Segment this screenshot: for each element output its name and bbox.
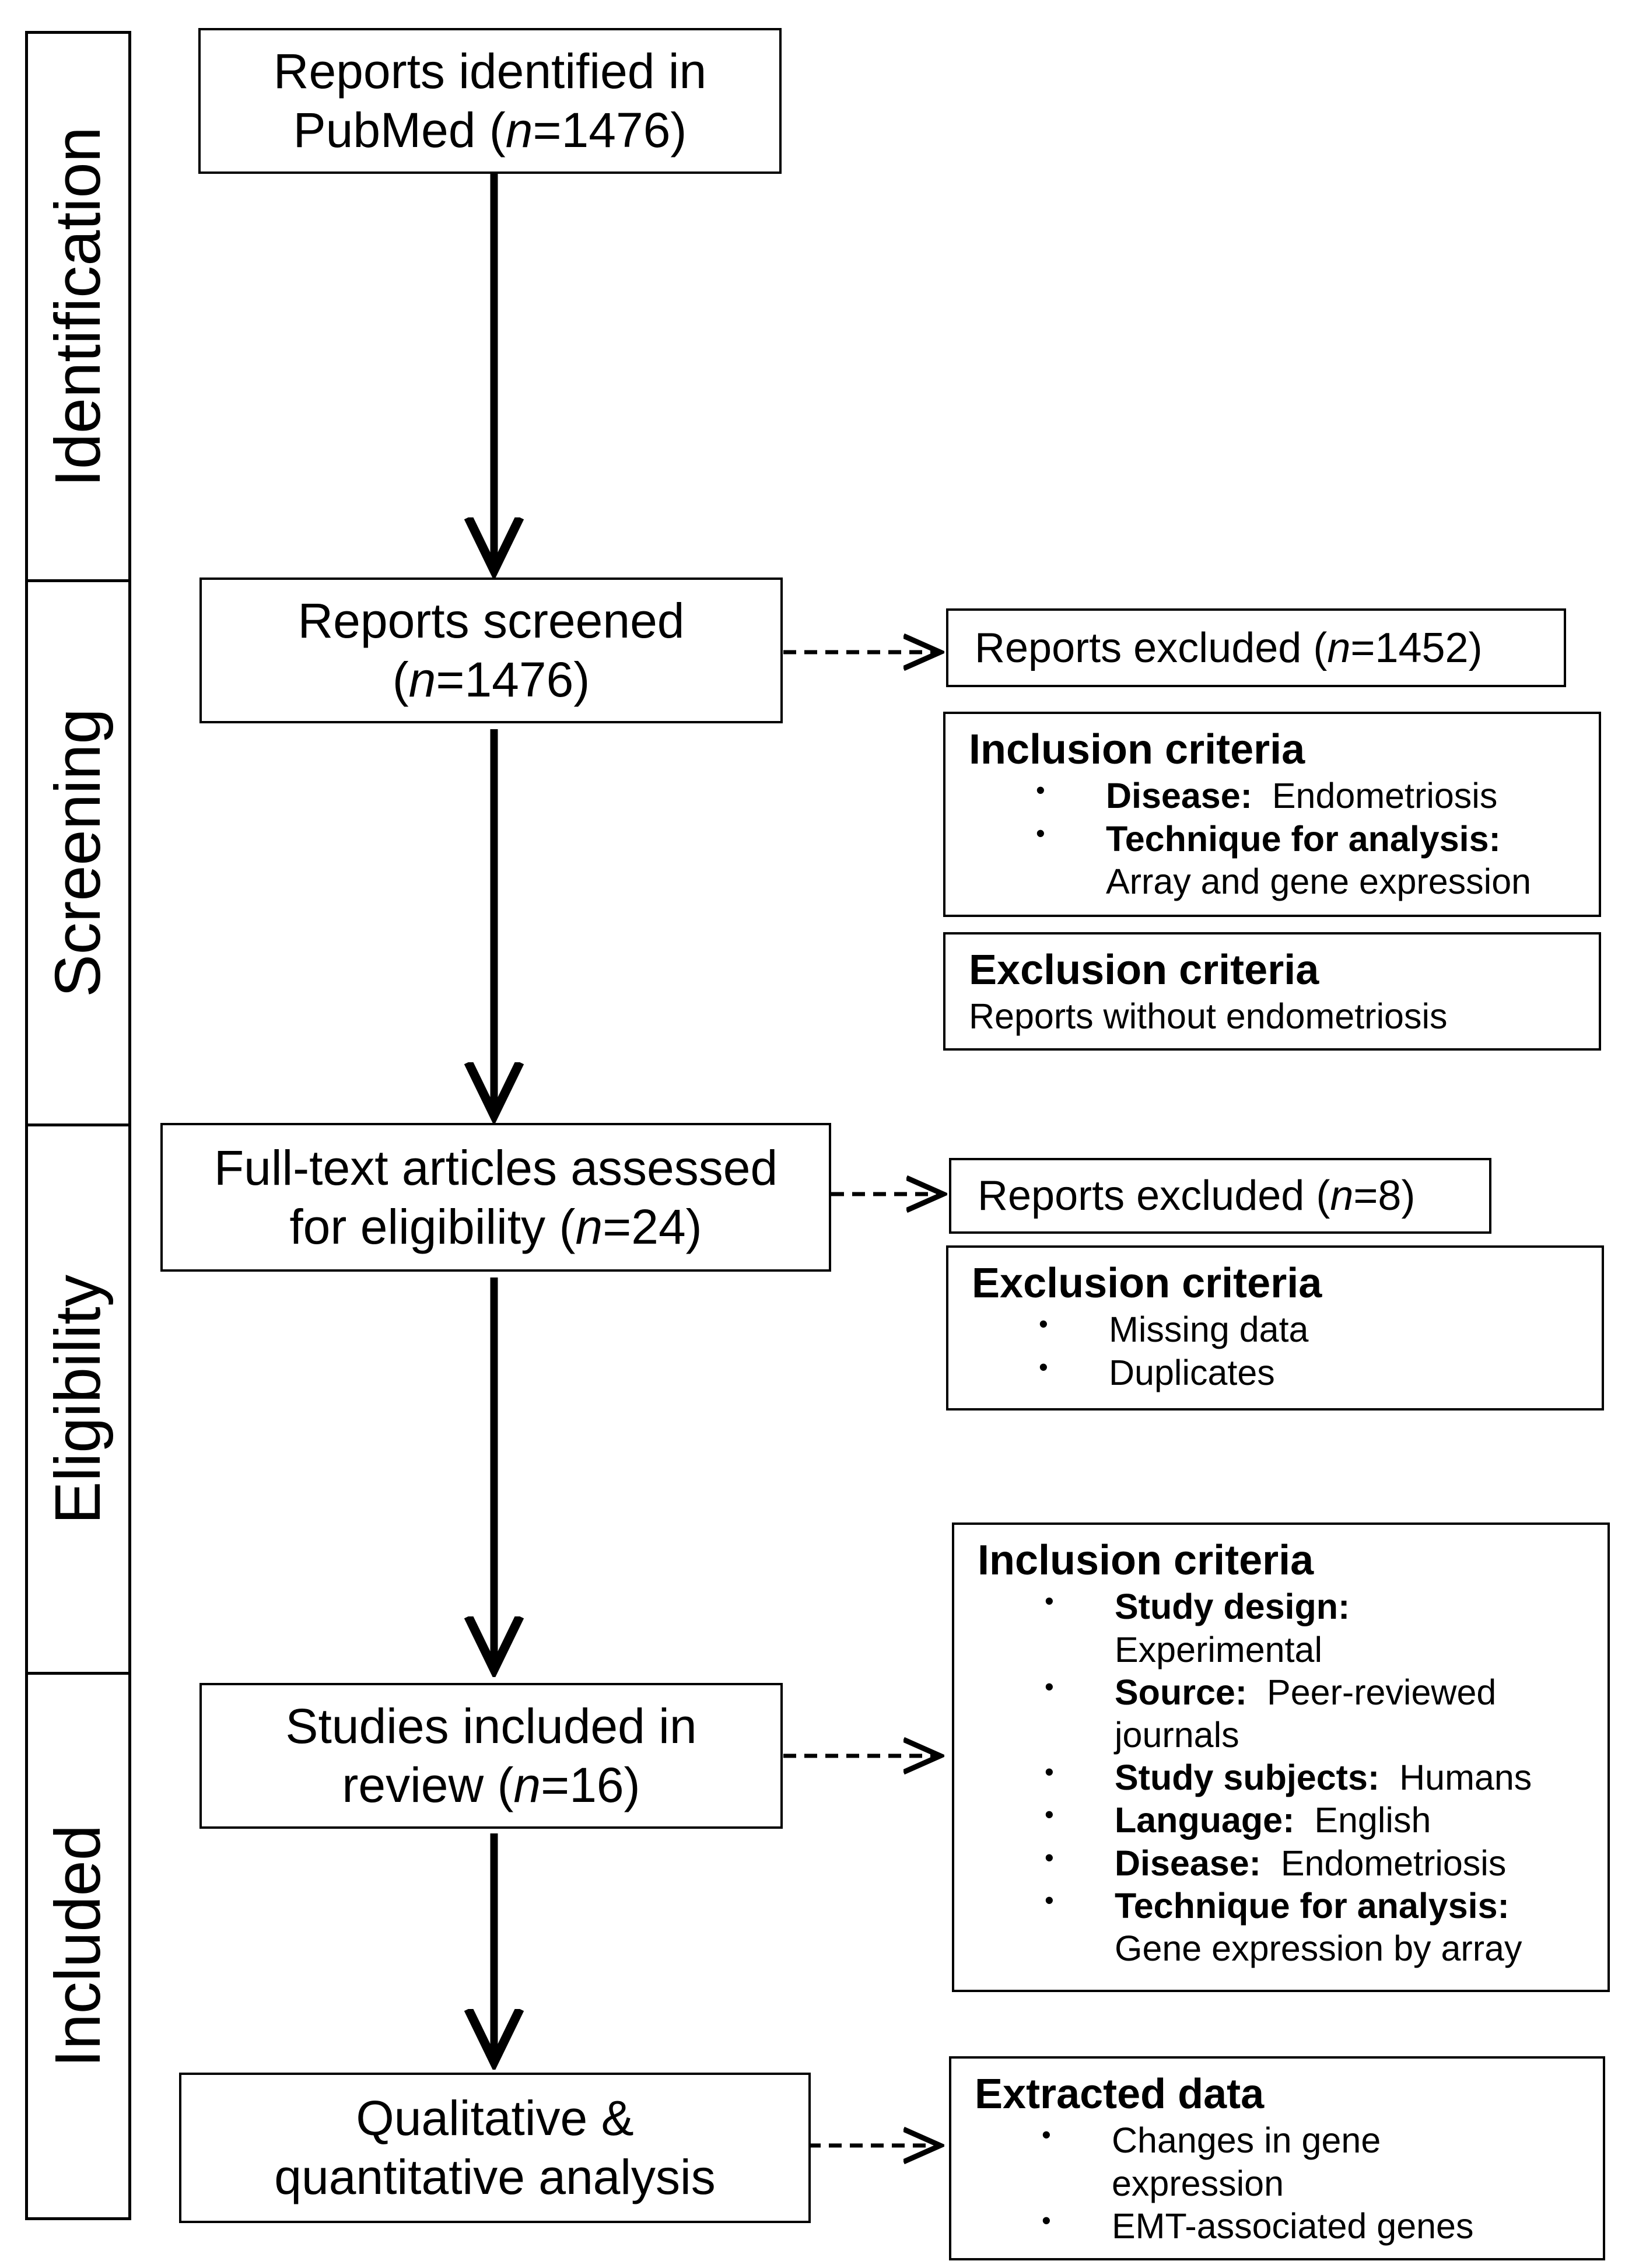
box-reports-identified: Reports identified in PubMed (n=1476)	[198, 28, 782, 174]
box-reports-screened: Reports screened (n=1476)	[199, 578, 783, 723]
criterion-continuation: Array and gene expression	[1106, 861, 1532, 901]
criteria-item: Technique for analysis:Array and gene ex…	[969, 818, 1599, 903]
criteria-item: Source: Peer-reviewed journals	[978, 1671, 1608, 1756]
box-screening-exclusion-criteria: Exclusion criteria Reports without endom…	[943, 932, 1601, 1051]
screened-line1: Reports screened	[297, 593, 685, 649]
box-screening-excluded: Reports excluded (n=1452)	[946, 608, 1566, 687]
criterion-text: Peer-reviewed	[1267, 1672, 1497, 1712]
criterion-label: Source:	[1115, 1672, 1248, 1712]
criterion-continuation: Gene expression by array	[1115, 1928, 1522, 1968]
criterion-label: Study design:	[1115, 1587, 1350, 1627]
criterion-label: Disease:	[1106, 776, 1252, 816]
included-line1: Studies included in	[285, 1699, 697, 1754]
criterion-text: Endometriosis	[1272, 776, 1498, 816]
fulltext-line1: Full-text articles assessed	[213, 1140, 778, 1195]
criteria-item: Language: English	[978, 1799, 1608, 1842]
identified-line2: PubMed (n=1476)	[293, 103, 687, 158]
extracted-title: Extracted data	[975, 2071, 1265, 2118]
criterion-label: Technique for analysis:	[1106, 818, 1501, 859]
criteria-item: Duplicates	[972, 1352, 1602, 1394]
box-screening-inclusion-criteria: Inclusion criteria Disease: Endometriosi…	[943, 712, 1601, 917]
eligibility-exclusion-list: Missing dataDuplicates	[972, 1308, 1602, 1394]
screening-inclusion-list: Disease: EndometriosisTechnique for anal…	[969, 775, 1599, 903]
criterion-label: Technique for analysis:	[1115, 1885, 1510, 1926]
criterion-text: Endometriosis	[1280, 1843, 1507, 1883]
criterion-text: EMT-associated genes	[1112, 2206, 1474, 2246]
fulltext-line2: for eligibility (n=24)	[289, 1199, 702, 1254]
screened-line2: (n=1476)	[392, 652, 590, 707]
criteria-item: Missing data	[972, 1308, 1602, 1351]
criterion-continuation: expression	[1112, 2163, 1284, 2203]
analysis-line1: Qualitative &	[356, 2091, 634, 2146]
analysis-line2: quantitative analysis	[274, 2150, 716, 2204]
included-line2: review (n=16)	[342, 1758, 640, 1812]
extracted-list: Changes in geneexpressionEMT-associated …	[975, 2119, 1603, 2248]
criterion-text: Changes in gene	[1112, 2120, 1381, 2161]
criteria-item: Study subjects: Humans	[978, 1756, 1608, 1799]
stage-included: Included	[25, 1672, 131, 2220]
criteria-item: Disease: Endometriosis	[978, 1842, 1608, 1885]
box-included-inclusion-criteria: Inclusion criteria Study design:Experime…	[952, 1522, 1610, 1992]
screening-exclusion-title: Exclusion criteria	[969, 947, 1319, 993]
criterion-label: Language:	[1115, 1800, 1295, 1840]
box-eligibility-excluded: Reports excluded (n=8)	[949, 1158, 1491, 1234]
box-eligibility-exclusion-criteria: Exclusion criteria Missing dataDuplicate…	[946, 1245, 1604, 1410]
criterion-continuation: journals	[1115, 1714, 1239, 1755]
criterion-continuation: Experimental	[1115, 1629, 1322, 1670]
criteria-item: Technique for analysis:Gene expression b…	[978, 1885, 1608, 1970]
box-studies-included: Studies included in review (n=16)	[199, 1683, 783, 1829]
eligibility-exclusion-title: Exclusion criteria	[972, 1260, 1322, 1307]
box-extracted-data: Extracted data Changes in geneexpression…	[949, 2056, 1605, 2260]
screening-exclusion-text: Reports without endometriosis	[969, 996, 1448, 1037]
criterion-text: English	[1314, 1800, 1431, 1840]
screening-inclusion-title: Inclusion criteria	[969, 726, 1305, 773]
extracted-item: EMT-associated genes	[975, 2205, 1603, 2248]
included-inclusion-list: Study design:ExperimentalSource: Peer-re…	[978, 1586, 1608, 1970]
criterion-label: Study subjects:	[1115, 1758, 1380, 1798]
identified-line1: Reports identified in	[273, 44, 707, 99]
criterion-text: Humans	[1399, 1758, 1532, 1798]
box-fulltext-assessed: Full-text articles assessed for eligibil…	[160, 1123, 831, 1272]
criterion-label: Disease:	[1115, 1843, 1261, 1883]
criteria-item: Disease: Endometriosis	[969, 775, 1599, 817]
included-inclusion-title: Inclusion criteria	[978, 1537, 1314, 1584]
box-analysis: Qualitative & quantitative analysis	[179, 2073, 811, 2223]
criteria-item: Study design:Experimental	[978, 1586, 1608, 1671]
